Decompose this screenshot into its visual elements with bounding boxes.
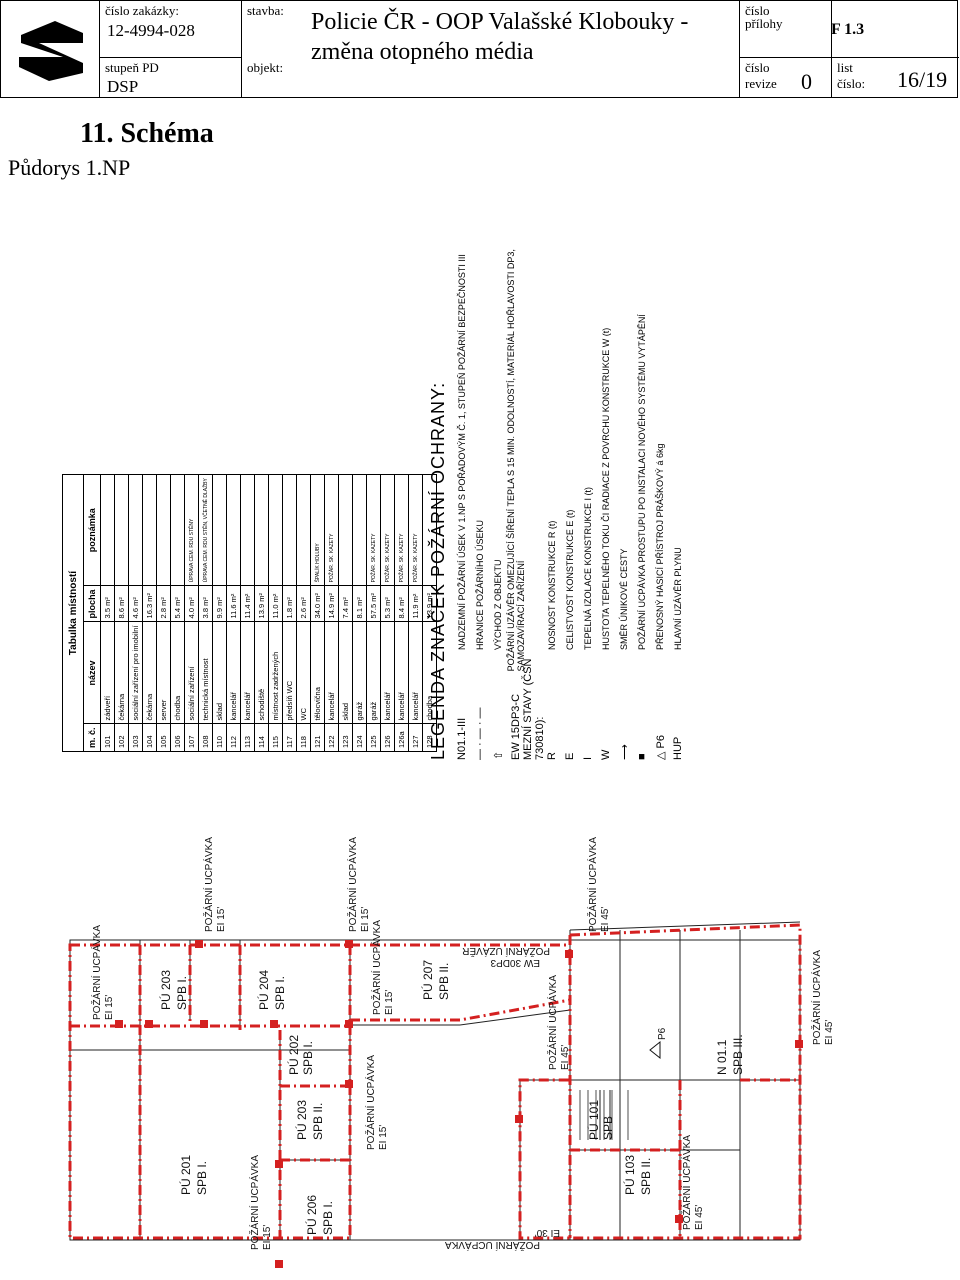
seal-note-9-class: EI 45' [694,1205,705,1230]
label-pu207: PÚ 207 [420,960,435,1000]
seal-note-11: POŽÁRNÍ UCPÁVKA [445,1239,540,1252]
company-logo [19,21,83,81]
seal-note-4-class: EI 15' [384,990,395,1015]
order-label: číslo zakázky: [105,3,179,18]
seal-note-8-class: EI 45' [560,1045,571,1070]
title-block: číslo zakázky: 12-4994-028 stupeň PD DSP… [0,0,959,98]
label-pu103: PÚ 103 [622,1155,637,1195]
label-pu204: PÚ 204 [256,970,271,1010]
order-number: 12-4994-028 [107,21,195,40]
seal-note-2-class: EI 15' [216,907,227,932]
sheet-number: 16/19 [897,67,948,92]
annex-number: F 1.3 [831,21,865,38]
door-note-label: POŽÁRNÍ UZÁVĚR [462,945,550,958]
label-pu203b: PÚ 203 [294,1100,309,1140]
label-spb207: SPB II. [437,963,451,1000]
label-spb202: SPB I. [301,1041,315,1075]
seal-note-8: POŽÁRNÍ UCPÁVKA [546,975,559,1070]
seal-note-5-class: EI 15' [378,1125,389,1150]
label-spb201: SPB I. [195,1161,209,1195]
seal-note-10-class: EI 45' [824,1020,835,1045]
section-title: 11. Schéma [80,118,214,149]
seal-note-10: POŽÁRNÍ UCPÁVKA [810,950,823,1045]
door-note-class: EW 30DP3 [490,957,540,968]
seal-note-3-class: EI 15' [360,907,371,932]
label-spb103: SPB II. [639,1158,653,1195]
label-spb203b: SPB II. [311,1103,325,1140]
label-pu202: PÚ 202 [286,1035,301,1075]
revision-label-2: revize [745,76,777,91]
seal-note-6: POŽÁRNÍ UCPÁVKA [248,1155,261,1250]
label-spb101: SPB [601,1116,615,1140]
object-label: objekt: [247,60,284,75]
seal-note-11-class: EI 30' [535,1227,560,1238]
project-title: Policie ČR - OOP Valašské Klobouky - změ… [311,7,731,67]
seal-note-7-class: EI 45' [600,907,611,932]
seal-note-2: POŽÁRNÍ UCPÁVKA [202,837,215,932]
seal-note-5: POŽÁRNÍ UCPÁVKA [364,1055,377,1150]
label-spb204: SPB I. [273,976,287,1010]
extinguisher-icon [649,1040,661,1060]
label-pu201: PÚ 201 [178,1155,193,1195]
label-spb203a: SPB I. [175,976,189,1010]
stage-label: stupeň PD [105,60,159,75]
label-pu101: PÚ 101 [586,1100,601,1140]
label-pu206: PÚ 206 [304,1195,319,1235]
sheet-label-2: číslo: [837,76,866,91]
stage-value: DSP [107,77,139,96]
annex-label-2: přílohy [745,16,783,31]
building-label: stavba: [247,3,284,18]
seal-note-3: POŽÁRNÍ UCPÁVKA [346,837,359,932]
annex-label-1: číslo [745,3,770,18]
seal-note-1-class: EI 15' [104,995,115,1020]
seal-note-9: POŽÁRNÍ UCPÁVKA [680,1135,693,1230]
seal-note-7: POŽÁRNÍ UCPÁVKA [586,837,599,932]
seal-note-1: POŽÁRNÍ UCPÁVKA [90,925,103,1020]
label-spb-n011: SPB III. [731,1034,745,1075]
project-title-line1: Policie ČR - OOP Valašské Klobouky - [311,9,689,35]
extinguisher-label: P6 [657,1027,668,1040]
label-pu203a: PÚ 203 [158,970,173,1010]
revision-label-1: číslo [745,60,770,75]
seal-note-4: POŽÁRNÍ UCPÁVKA [370,920,383,1015]
sheet-label-1: list [837,60,853,75]
seal-note-6-class: EI 15' [262,1225,273,1250]
revision-number: 0 [801,69,812,94]
label-n011: N 01.1 [715,1039,729,1075]
plan-title: Půdorys 1.NP [8,155,131,180]
project-title-line2: změna otopného média [311,39,534,65]
label-spb206: SPB I. [321,1201,335,1235]
